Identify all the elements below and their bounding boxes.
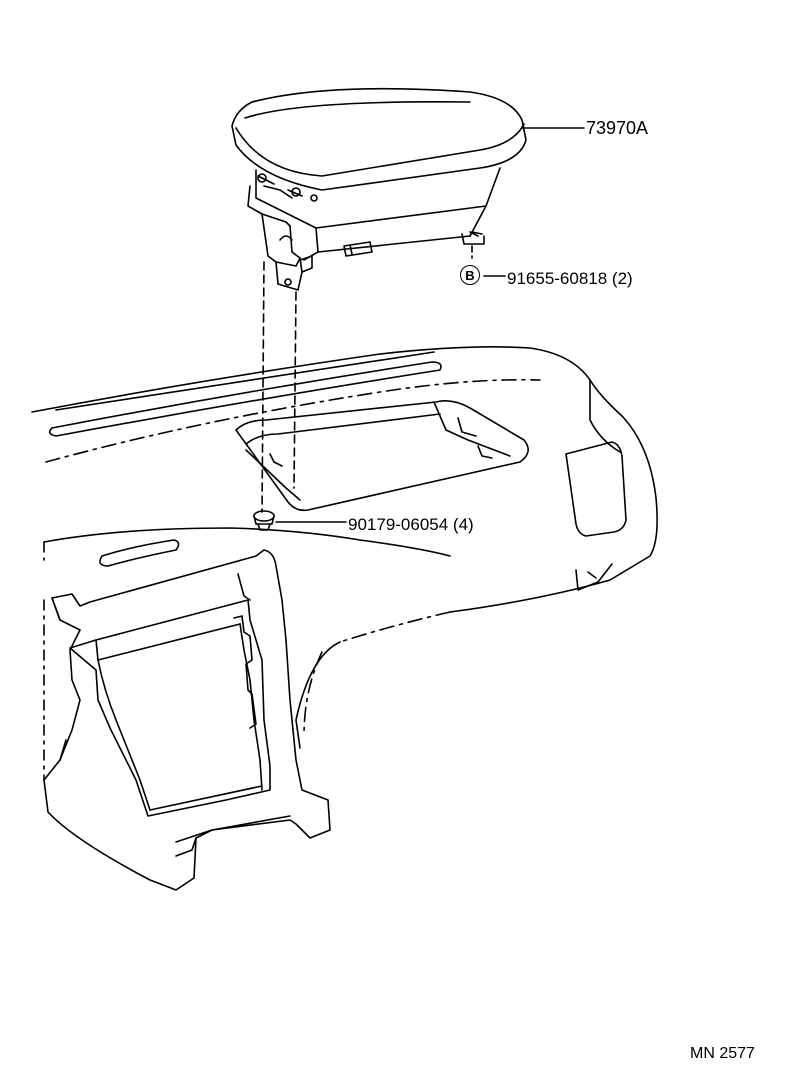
center-bezel [43, 549, 331, 891]
diagram-code: MN 2577 [690, 1045, 755, 1062]
bolt-part-number: 91655-60818 (2) [507, 269, 633, 288]
clip-nut [253, 510, 275, 531]
bolt-marker-badge: B [460, 265, 480, 285]
armrest-part-number: 73970A [586, 118, 649, 138]
alignment-lines [261, 261, 297, 513]
leader-lines [275, 127, 585, 523]
armrest-assembly [231, 87, 527, 291]
instrument-panel [31, 346, 658, 749]
clip-part-number: 90179-06054 (4) [348, 515, 474, 534]
